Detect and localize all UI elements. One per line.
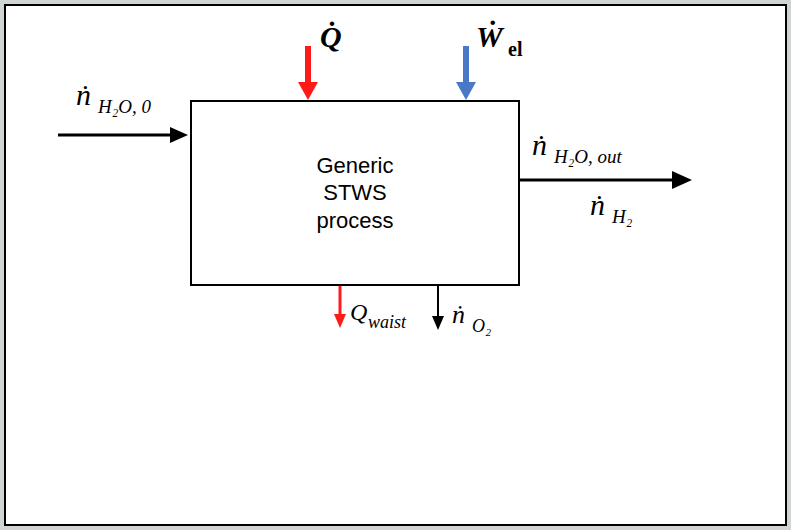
work-arrow: [463, 46, 469, 84]
arrow-head: [456, 82, 476, 100]
arrow-head: [432, 316, 444, 330]
flow-subscript: H₂O, 0: [98, 97, 151, 116]
arrow-head: [170, 127, 188, 143]
heat-arrow: [305, 46, 311, 84]
heat-subscript: waist: [368, 313, 406, 331]
process-label: Generic STWS process: [295, 152, 415, 235]
work-subscript: el: [508, 39, 522, 59]
arrow-head: [298, 82, 318, 100]
flow-symbol: ṅ: [452, 302, 465, 328]
process-box: Generic STWS process: [190, 100, 520, 286]
heat-symbol: Q̇: [320, 22, 342, 52]
flow-subscript: H₂: [612, 207, 632, 226]
flow-subscript: O₂: [472, 317, 491, 335]
waste-heat-arrow: [339, 286, 342, 316]
flow-subscript: H₂O, out: [554, 147, 622, 166]
flow-symbol: ṅ: [532, 130, 547, 160]
arrow-head: [334, 314, 346, 328]
flow-symbol: ṅ: [590, 190, 605, 220]
arrow-head: [672, 171, 692, 189]
oxygen-arrow: [437, 286, 439, 318]
heat-symbol: Q: [350, 300, 367, 324]
work-symbol: Ẇ: [476, 22, 503, 52]
input-arrow: [58, 134, 172, 137]
flow-symbol: ṅ: [76, 80, 91, 110]
output-arrow: [520, 179, 674, 182]
